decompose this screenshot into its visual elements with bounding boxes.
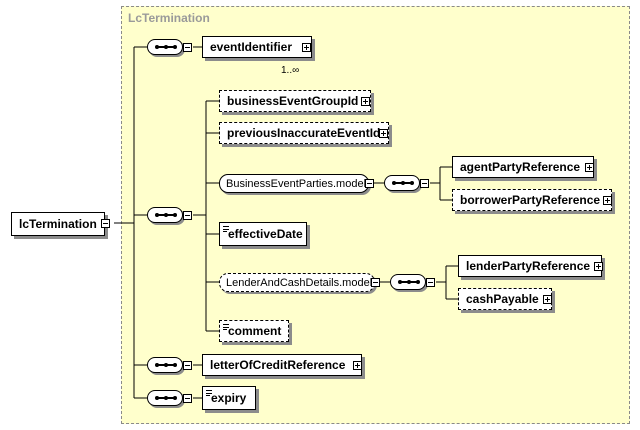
- element-effectiveDate[interactable]: effectiveDate: [219, 222, 307, 246]
- element-label: lenderPartyReference: [466, 259, 591, 273]
- expand-icon[interactable]: [585, 163, 594, 172]
- expand-icon[interactable]: [603, 196, 612, 205]
- collapse-icon[interactable]: [183, 394, 192, 403]
- expand-icon[interactable]: [302, 43, 311, 52]
- sequence-compositor-2: [147, 207, 183, 223]
- simple-type-icon: [223, 324, 229, 331]
- expand-icon[interactable]: [361, 97, 370, 106]
- collapse-icon[interactable]: [183, 43, 192, 52]
- sequence-compositor-4: [147, 390, 183, 406]
- element-lenderPartyReference[interactable]: lenderPartyReference: [458, 255, 602, 277]
- collapse-icon[interactable]: [365, 179, 374, 188]
- element-label: letterOfCreditReference: [210, 358, 346, 372]
- expand-icon[interactable]: [594, 262, 603, 271]
- element-label: borrowerPartyReference: [460, 193, 601, 207]
- sequence-compositor-lender: [390, 274, 426, 290]
- root-element-lcTermination[interactable]: lcTermination: [11, 212, 105, 236]
- element-comment[interactable]: comment: [219, 320, 289, 342]
- collapse-icon[interactable]: [183, 361, 192, 370]
- expand-icon[interactable]: [379, 129, 388, 138]
- collapse-icon[interactable]: [183, 211, 192, 220]
- element-eventIdentifier[interactable]: eventIdentifier: [202, 36, 312, 58]
- simple-type-icon: [223, 226, 229, 233]
- group-label: BusinessEventParties.model: [226, 177, 367, 190]
- sequence-compositor-3: [147, 357, 183, 373]
- element-label: previousInaccurateEventId: [227, 126, 381, 140]
- sequence-compositor-parties: [384, 175, 420, 191]
- collapse-icon[interactable]: [420, 179, 429, 188]
- collapse-icon[interactable]: [426, 278, 435, 287]
- element-expiry[interactable]: expiry: [202, 386, 256, 410]
- simple-type-icon: [206, 390, 212, 397]
- element-label: eventIdentifier: [210, 40, 293, 54]
- element-label: expiry: [211, 391, 247, 405]
- element-borrowerPartyReference[interactable]: borrowerPartyReference: [452, 189, 612, 211]
- sequence-compositor-1: [147, 39, 183, 55]
- expand-icon[interactable]: [543, 295, 552, 304]
- element-label: businessEventGroupId: [227, 94, 359, 108]
- root-element-label: lcTermination: [19, 217, 97, 231]
- collapse-icon[interactable]: [101, 219, 110, 228]
- element-label: agentPartyReference: [460, 160, 581, 174]
- group-BusinessEventParties-model[interactable]: BusinessEventParties.model: [219, 174, 369, 193]
- cardinality-label: 1..∞: [281, 65, 300, 76]
- element-cashPayable[interactable]: cashPayable: [458, 288, 552, 310]
- element-label: comment: [228, 324, 282, 338]
- element-previousInaccurateEventId[interactable]: previousInaccurateEventId: [219, 122, 389, 144]
- expand-icon[interactable]: [353, 361, 362, 370]
- element-label: effectiveDate: [228, 227, 303, 241]
- group-label: LenderAndCashDetails.model: [226, 276, 373, 289]
- element-letterOfCreditReference[interactable]: letterOfCreditReference: [202, 354, 362, 376]
- element-agentPartyReference[interactable]: agentPartyReference: [452, 156, 594, 178]
- element-businessEventGroupId[interactable]: businessEventGroupId: [219, 90, 371, 112]
- group-LenderAndCashDetails-model[interactable]: LenderAndCashDetails.model: [219, 273, 375, 292]
- element-label: cashPayable: [466, 292, 539, 306]
- group-title: LcTermination: [128, 11, 210, 25]
- collapse-icon[interactable]: [371, 278, 380, 287]
